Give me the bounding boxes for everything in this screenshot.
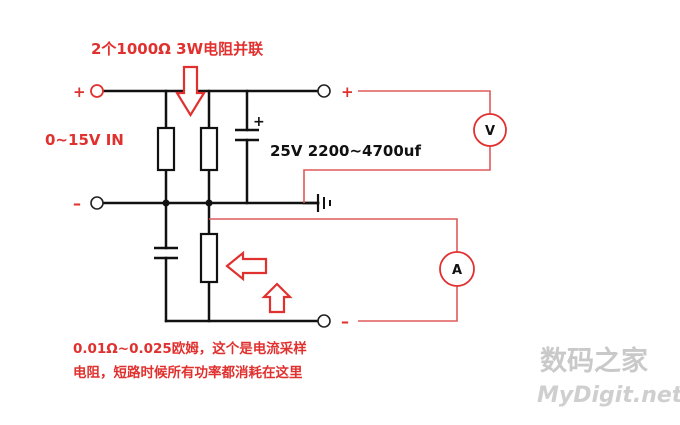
output-minus-sign: – — [341, 312, 349, 331]
voltmeter-wire-top — [358, 90, 491, 114]
parallel-resistor-left — [156, 126, 176, 172]
up-arrow-icon — [261, 282, 293, 314]
input-minus-sign: – — [73, 194, 81, 213]
watermark-cn: 数码之家 — [540, 345, 648, 377]
output-negative-terminal — [317, 314, 331, 328]
ammeter: A — [439, 251, 475, 287]
voltmeter-label: V — [485, 124, 495, 139]
voltmeter-wire-bottom — [303, 146, 491, 203]
junction-dot — [205, 199, 213, 207]
ground-symbol — [316, 194, 331, 212]
meter-wiring — [209, 90, 491, 322]
voltmeter: V — [473, 113, 507, 147]
down-arrow-icon — [175, 65, 206, 118]
ammeter-wire-bottom — [358, 286, 458, 322]
parallel-resistor-note: 2个1000Ω 3W电阻并联 — [91, 40, 264, 58]
ammeter-label: A — [452, 263, 462, 278]
input-voltage-range-label: 0~15V IN — [45, 131, 124, 149]
sense-resistor-note-line1: 0.01Ω~0.025欧姆，这个是电流采样 — [73, 340, 307, 357]
left-arrow-icon — [225, 250, 268, 282]
input-plus-sign: + — [73, 83, 86, 101]
junction-dots — [162, 199, 213, 207]
output-positive-terminal — [317, 84, 331, 98]
junction-dot — [162, 199, 170, 207]
lower-capacitor — [154, 246, 178, 260]
capacitor-spec-label: 25V 2200~4700uf — [270, 142, 421, 160]
watermark-en: MyDigit.net — [537, 383, 680, 408]
ammeter-wire-top — [209, 218, 458, 252]
sense-resistor — [199, 232, 219, 284]
capacitor-plus-label: + — [253, 114, 265, 130]
output-plus-sign: + — [341, 83, 354, 101]
sense-resistor-note-line2: 电阻，短路时候所有功率都消耗在这里 — [73, 364, 303, 381]
electrolytic-capacitor — [235, 128, 259, 142]
input-positive-terminal — [90, 84, 104, 98]
input-negative-terminal — [90, 196, 104, 210]
parallel-resistor-right — [199, 126, 219, 172]
